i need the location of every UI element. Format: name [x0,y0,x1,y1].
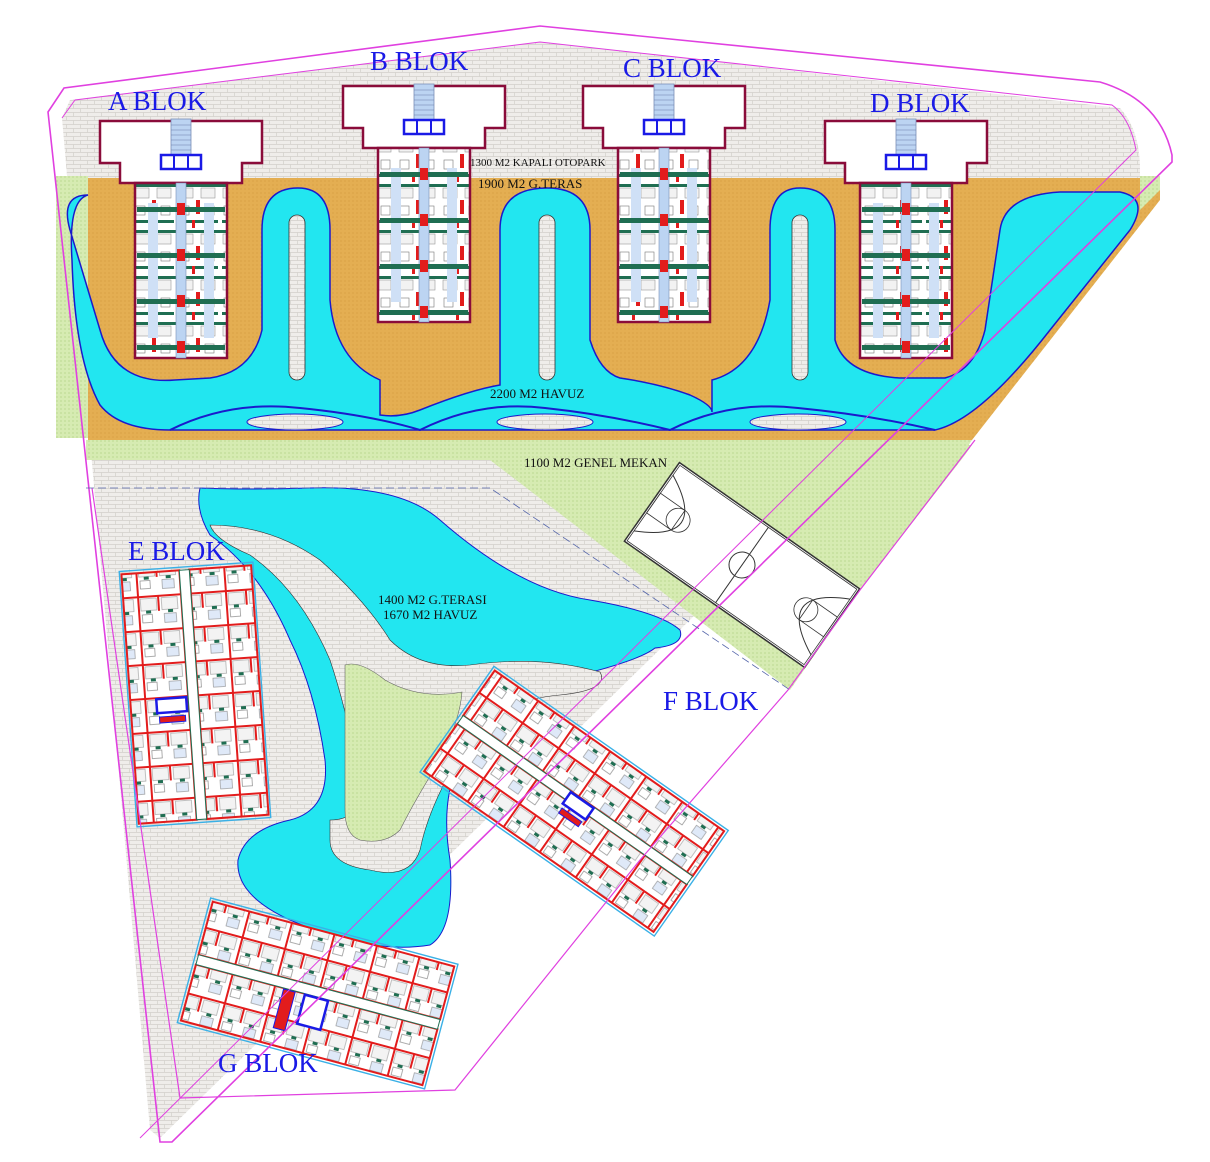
a-block-plan [98,118,264,360]
pool-island [538,214,556,381]
b-block-plan [341,83,507,324]
f-block-label: F BLOK [663,686,759,716]
north-pool [66,187,1139,431]
north-lawn-left [56,176,88,438]
south-terrace-label: 1400 M2 G.TERASI [378,592,487,607]
pool-island [288,214,306,381]
north-pool-label: 2200 M2 HAVUZ [490,386,584,401]
pool-lens [246,413,344,431]
pool-lens [749,413,847,431]
common-area-label: 1100 M2 GENEL MEKAN [524,455,668,470]
c-block-plan [581,83,747,324]
c-block-label: C BLOK [623,53,722,83]
diagonal-boundary [91,439,976,1099]
property-boundary-inner [61,41,1137,1139]
basketball-court [623,461,861,669]
a-block-label: A BLOK [108,86,207,116]
e-block-label: E BLOK [128,536,225,566]
g-block-plan [176,897,459,1090]
common-area-band [86,440,972,452]
north-terrace-label: 1900 M2 G.TERAS [478,176,582,191]
pool-lens [496,413,594,431]
g-block-label: G BLOK [218,1048,318,1078]
e-block-plan [118,561,272,828]
pool-wave-line [169,405,936,432]
south-pool-label: 1670 M2 HAVUZ [383,607,477,622]
f-block-plan [419,665,730,938]
property-boundary [47,25,1173,1143]
d-block-plan [823,118,989,360]
pool-island [791,214,809,381]
d-block-label: D BLOK [870,88,970,118]
b-block-label: B BLOK [370,46,469,76]
road-divider-line [86,487,791,691]
parking-label: 1300 M2 KAPALI OTOPARK [470,157,606,169]
north-lawn-right [1140,176,1160,210]
